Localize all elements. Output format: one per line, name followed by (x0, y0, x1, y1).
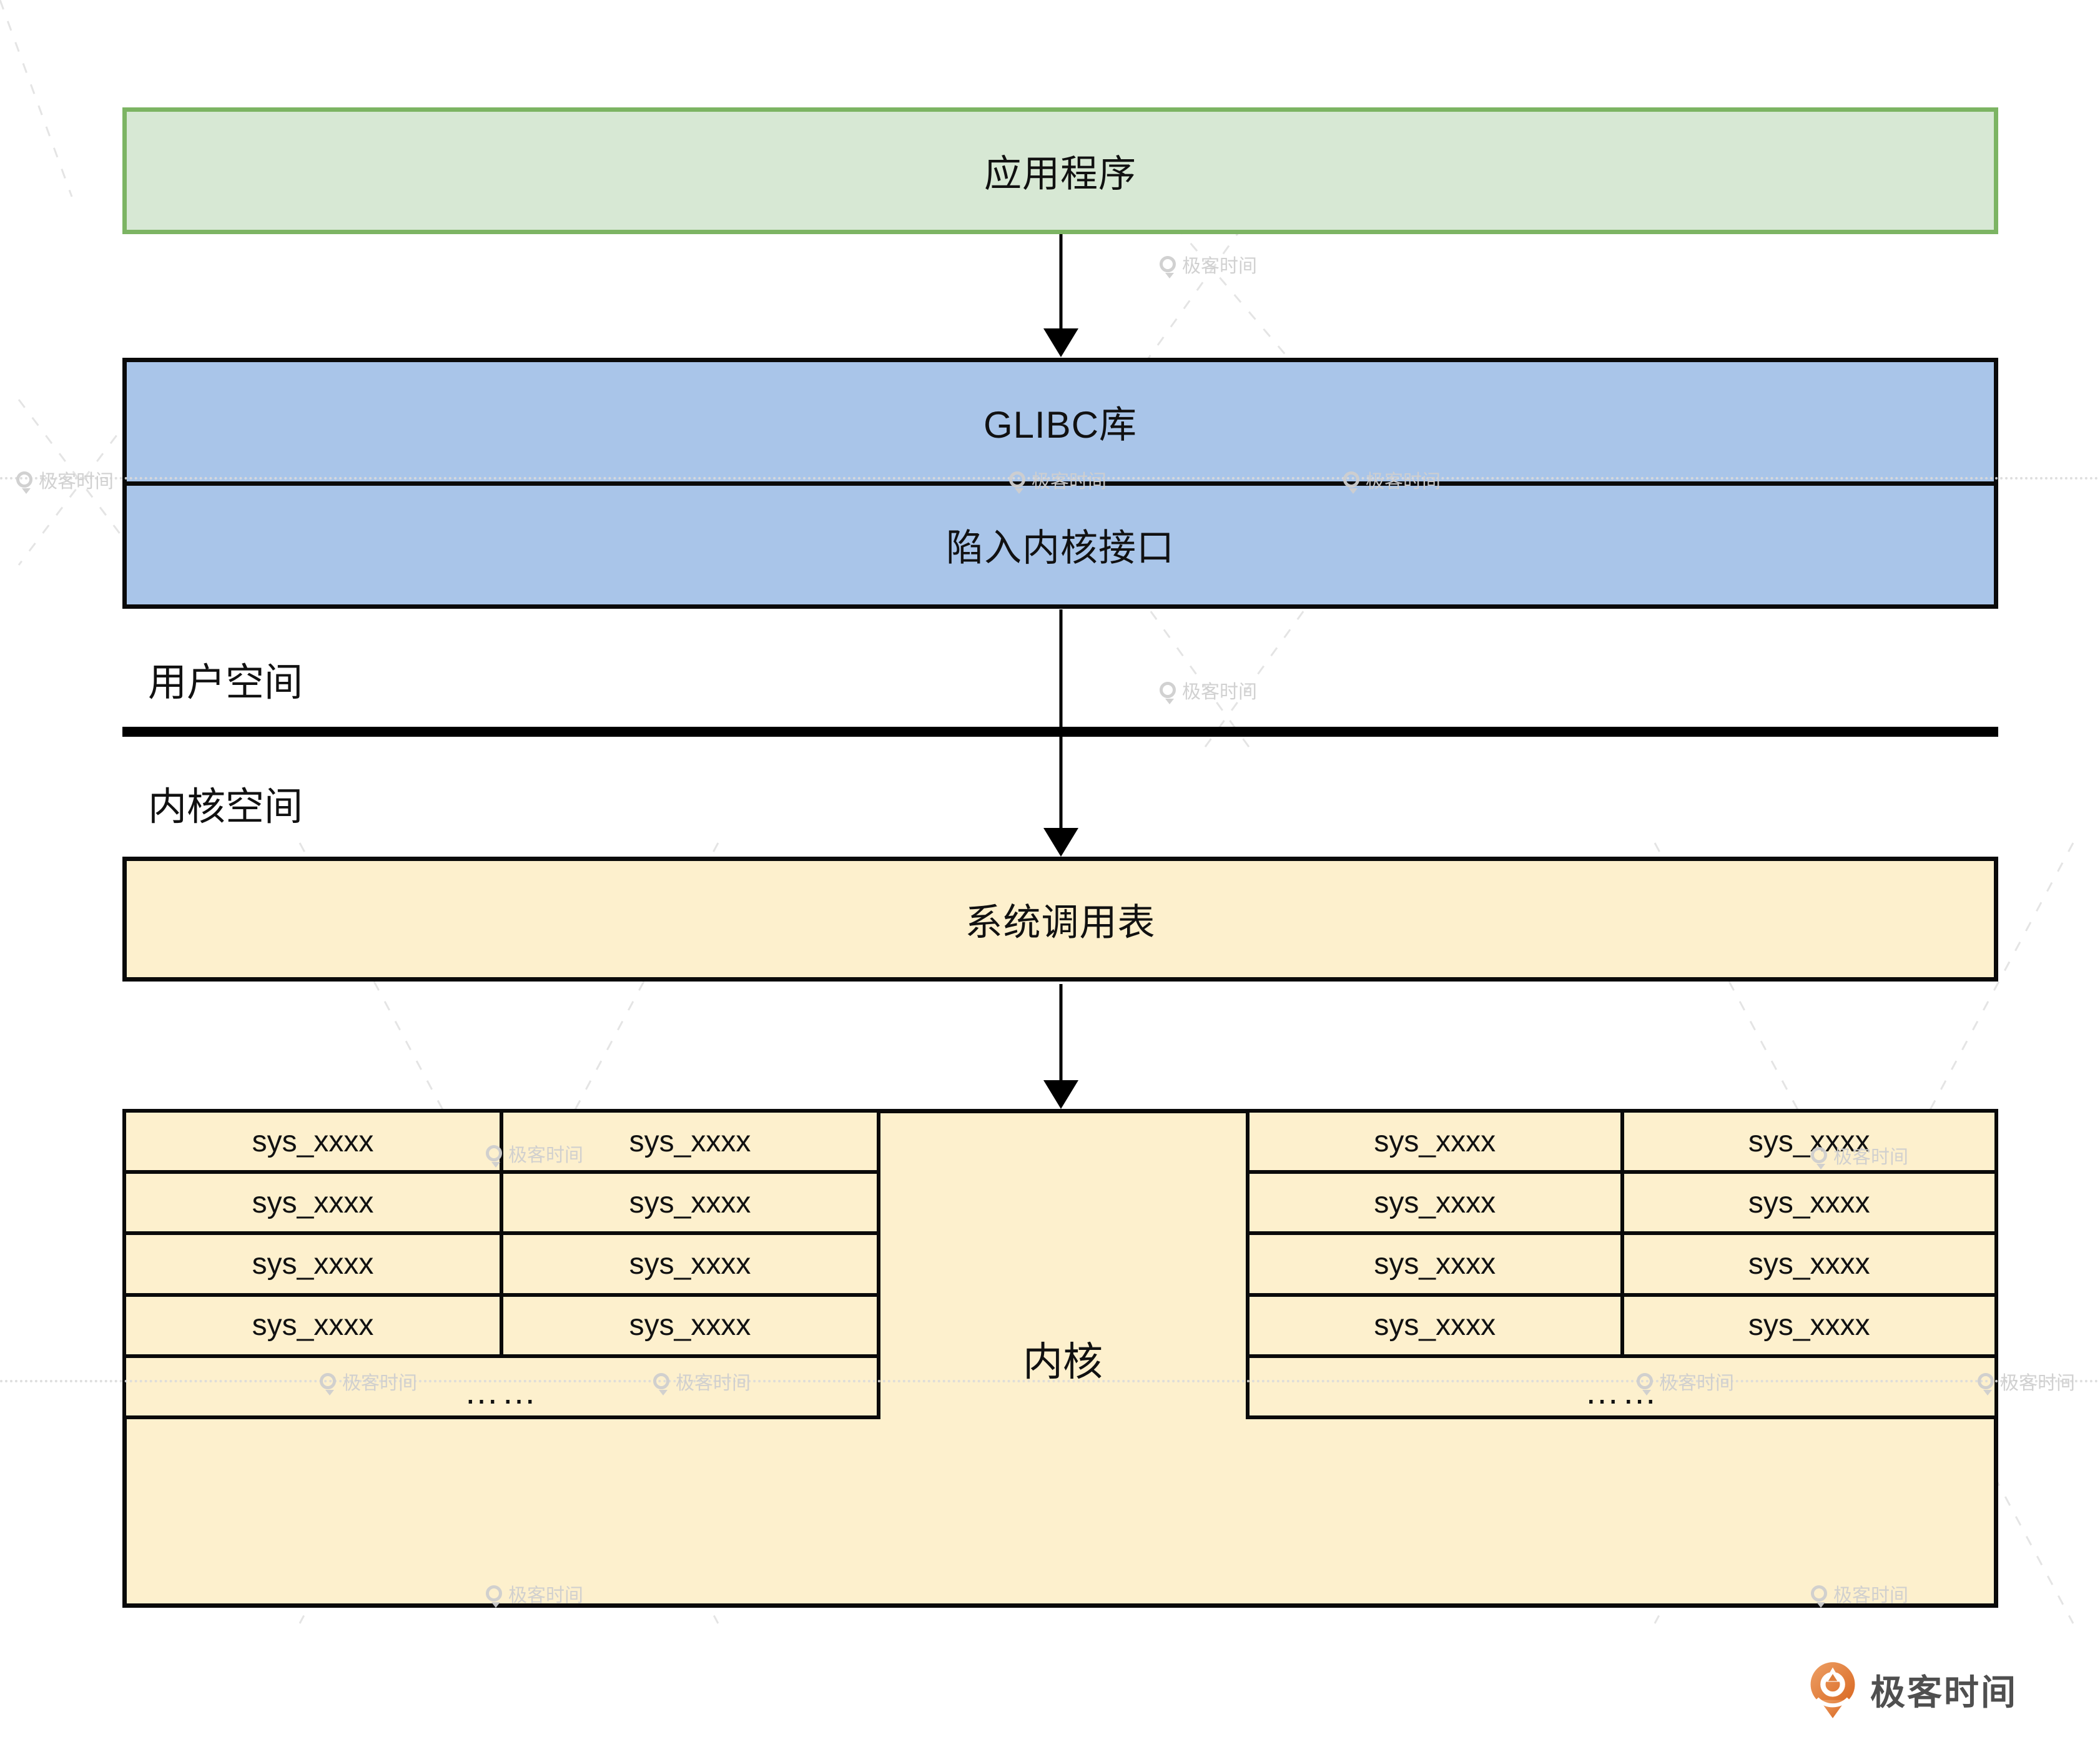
watermark-text: 极客时间 (1182, 256, 1257, 277)
arrow-head-icon (1043, 828, 1078, 857)
geektime-pin-icon (486, 1585, 502, 1608)
glibc-box: GLIBC库 (127, 362, 1994, 486)
syscall-cell: sys_xxxx (503, 1296, 877, 1354)
application-box: 应用程序 (122, 107, 1998, 234)
arrow-down-icon (1043, 234, 1078, 357)
syscall-cell: sys_xxxx (126, 1296, 500, 1354)
syscall-grid-left: sys_xxxx sys_xxxx sys_xxxx sys_xxxx sys_… (122, 1109, 880, 1419)
syscall-cell: sys_xxxx (126, 1235, 500, 1293)
arrow-down-icon (1043, 609, 1078, 857)
geektime-pin-icon (1811, 1147, 1827, 1169)
glibc-trap-box: GLIBC库 陷入内核接口 (122, 358, 1998, 609)
watermark-text: 极客时间 (1366, 471, 1441, 492)
arrow-shaft (1059, 234, 1063, 331)
geektime-pin-icon (653, 1373, 669, 1395)
geektime-pin-icon (486, 1145, 502, 1168)
watermark-text: 极客时间 (1833, 1147, 1908, 1168)
trap-kernel-interface-label: 陷入内核接口 (946, 527, 1175, 569)
syscall-cell: sys_xxxx (1624, 1113, 1994, 1171)
geektime-pin-icon (1009, 471, 1025, 494)
syscall-cell: sys_xxxx (503, 1174, 877, 1232)
geektime-pin-icon (1160, 256, 1176, 278)
syscall-table-box: 系统调用表 (122, 857, 1998, 982)
application-box-label: 应用程序 (984, 153, 1136, 195)
syscall-cell: sys_xxxx (1624, 1296, 1994, 1354)
trap-kernel-interface-box: 陷入内核接口 (127, 486, 1994, 605)
watermark: 极客时间 (1009, 466, 1107, 494)
watermark-dotted-line (0, 477, 2100, 480)
watermark-text: 极客时间 (508, 1145, 583, 1166)
geektime-logo-pin-icon (1810, 1662, 1855, 1718)
syscall-cell: sys_xxxx (1250, 1174, 1620, 1232)
syscall-cell: sys_xxxx (126, 1113, 500, 1171)
geektime-pin-icon (16, 471, 32, 494)
geektime-pin-icon (1811, 1585, 1827, 1608)
geektime-pin-icon (1637, 1373, 1653, 1395)
user-space-label: 用户空间 (148, 661, 303, 704)
syscall-grid-right: sys_xxxx sys_xxxx sys_xxxx sys_xxxx sys_… (1246, 1109, 1998, 1419)
syscall-cell: sys_xxxx (1250, 1296, 1620, 1354)
watermark-text: 极客时间 (2000, 1373, 2075, 1394)
syscall-cell: sys_xxxx (1624, 1235, 1994, 1293)
syscall-cell: sys_xxxx (126, 1174, 500, 1232)
watermark-text: 极客时间 (342, 1373, 417, 1394)
syscall-cell: sys_xxxx (1250, 1113, 1620, 1171)
watermark: 极客时间 (1160, 676, 1257, 704)
ellipsis-cell: …… (126, 1357, 877, 1415)
watermark: 极客时间 (1637, 1367, 1734, 1395)
watermark-text: 极客时间 (508, 1585, 583, 1606)
geektime-pin-icon (1160, 682, 1176, 704)
glibc-box-label: GLIBC库 (983, 403, 1138, 446)
watermark: 极客时间 (1160, 250, 1257, 278)
watermark-text: 极客时间 (676, 1373, 751, 1394)
kernel-box-label: 内核 (1023, 1339, 1103, 1384)
watermark-text: 极客时间 (1032, 471, 1107, 492)
watermark: 极客时间 (653, 1367, 751, 1395)
arrow-shaft (1059, 984, 1063, 1083)
watermark: 极客时间 (16, 466, 114, 494)
syscall-table-box-label: 系统调用表 (965, 901, 1156, 943)
geektime-logo-text: 极客时间 (1870, 1672, 2018, 1712)
watermark-text: 极客时间 (1659, 1373, 1734, 1394)
watermark: 极客时间 (486, 1139, 583, 1168)
watermark: 极客时间 (1343, 466, 1441, 494)
geektime-pin-icon (1343, 471, 1359, 494)
watermark: 极客时间 (1811, 1141, 1908, 1169)
geektime-logo: 极客时间 (1808, 1660, 2018, 1720)
syscall-cell: sys_xxxx (503, 1235, 877, 1293)
syscall-cell: sys_xxxx (1250, 1235, 1620, 1293)
watermark: 极客时间 (1978, 1367, 2075, 1395)
geektime-pin-icon (320, 1373, 336, 1395)
arrow-head-icon (1043, 328, 1078, 357)
watermark: 极客时间 (320, 1367, 417, 1395)
kernel-space-label: 内核空间 (148, 785, 303, 829)
watermark-text: 极客时间 (1833, 1585, 1908, 1606)
arrow-down-icon (1043, 984, 1078, 1109)
watermark: 极客时间 (486, 1580, 583, 1608)
arrow-shaft (1059, 609, 1063, 830)
syscall-cell: sys_xxxx (503, 1113, 877, 1171)
watermark-dotted-line (0, 1380, 2100, 1382)
watermark-text: 极客时间 (1182, 682, 1257, 702)
ellipsis-cell: …… (1250, 1357, 1994, 1415)
geektime-pin-icon (1978, 1373, 1994, 1395)
arrow-head-icon (1043, 1080, 1078, 1109)
watermark: 极客时间 (1811, 1580, 1908, 1608)
syscall-cell: sys_xxxx (1624, 1174, 1994, 1232)
watermark-text: 极客时间 (39, 471, 114, 492)
